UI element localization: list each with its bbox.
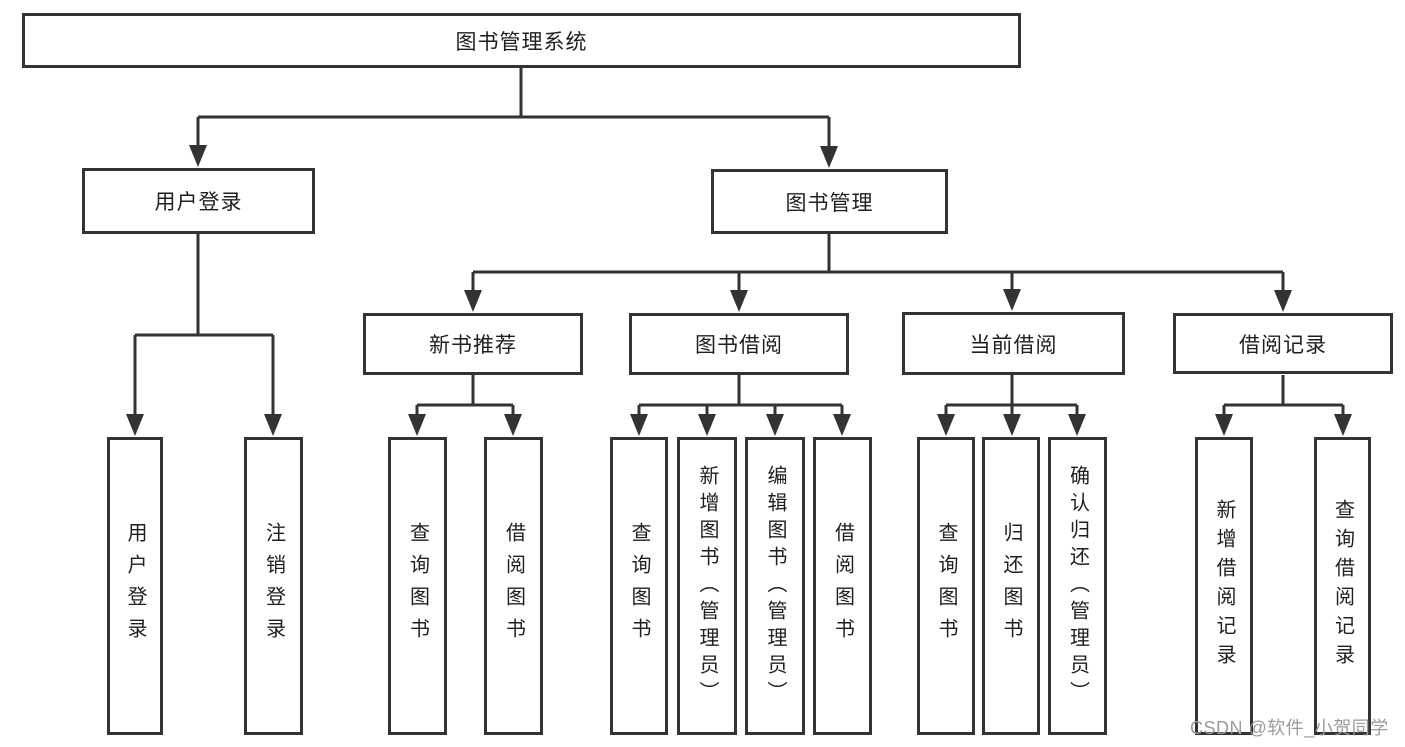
node-user-login: 用户登录 [82,168,315,234]
node-leaf-borrow-books-2-label: 借阅图书 [831,522,854,650]
node-leaf-confirm-return-admin-label: 确认归还（管理员） [1066,464,1089,708]
node-leaf-query-books-1-label: 查询图书 [406,522,429,650]
node-root-label: 图书管理系统 [455,30,588,54]
node-leaf-edit-books-admin-label: 编辑图书（管理员） [764,464,786,708]
node-leaf-add-books-admin-label: 新增图书（管理员） [696,464,718,708]
node-leaf-add-books-admin: 新增图书（管理员） [677,437,737,735]
node-leaf-query-books-2: 查询图书 [610,437,668,735]
node-current-borrowing: 当前借阅 [902,312,1125,375]
node-leaf-query-borrow-record: 查询借阅记录 [1314,437,1371,735]
node-leaf-add-borrow-record: 新增借阅记录 [1195,437,1253,735]
node-book-management: 图书管理 [711,169,948,234]
node-leaf-borrow-books-1: 借阅图书 [484,437,543,735]
node-current-borrowing-label: 当前借阅 [969,333,1058,357]
node-new-book-recommend: 新书推荐 [363,313,583,375]
node-leaf-logout-label: 注销登录 [262,522,285,650]
node-leaf-query-borrow-record-label: 查询借阅记录 [1331,499,1354,673]
node-user-login-label: 用户登录 [154,191,243,214]
node-borrowing-records-label: 借阅记录 [1239,333,1327,357]
node-book-borrowing-label: 图书借阅 [695,334,783,357]
node-leaf-query-books-2-label: 查询图书 [628,522,650,650]
node-leaf-query-books-3: 查询图书 [917,437,975,735]
node-borrowing-records: 借阅记录 [1173,313,1393,374]
node-leaf-query-books-3-label: 查询图书 [935,522,957,650]
node-leaf-user-login: 用户登录 [107,437,163,735]
node-leaf-query-books-1: 查询图书 [388,437,447,735]
node-book-management-label: 图书管理 [785,191,874,215]
node-leaf-add-borrow-record-label: 新增借阅记录 [1213,499,1235,673]
node-leaf-return-books-label: 归还图书 [1000,522,1022,650]
node-leaf-return-books: 归还图书 [982,437,1040,735]
node-leaf-borrow-books-2: 借阅图书 [813,437,872,735]
csdn-watermark: CSDN @软件_小贺同学 [1190,718,1389,738]
node-leaf-confirm-return-admin: 确认归还（管理员） [1048,437,1107,735]
node-root: 图书管理系统 [22,13,1021,68]
node-leaf-logout: 注销登录 [244,437,303,735]
node-leaf-user-login-label: 用户登录 [124,522,146,650]
node-book-borrowing: 图书借阅 [629,313,849,375]
node-leaf-borrow-books-1-label: 借阅图书 [502,522,525,650]
node-leaf-edit-books-admin: 编辑图书（管理员） [745,437,805,735]
node-new-book-recommend-label: 新书推荐 [429,334,517,357]
